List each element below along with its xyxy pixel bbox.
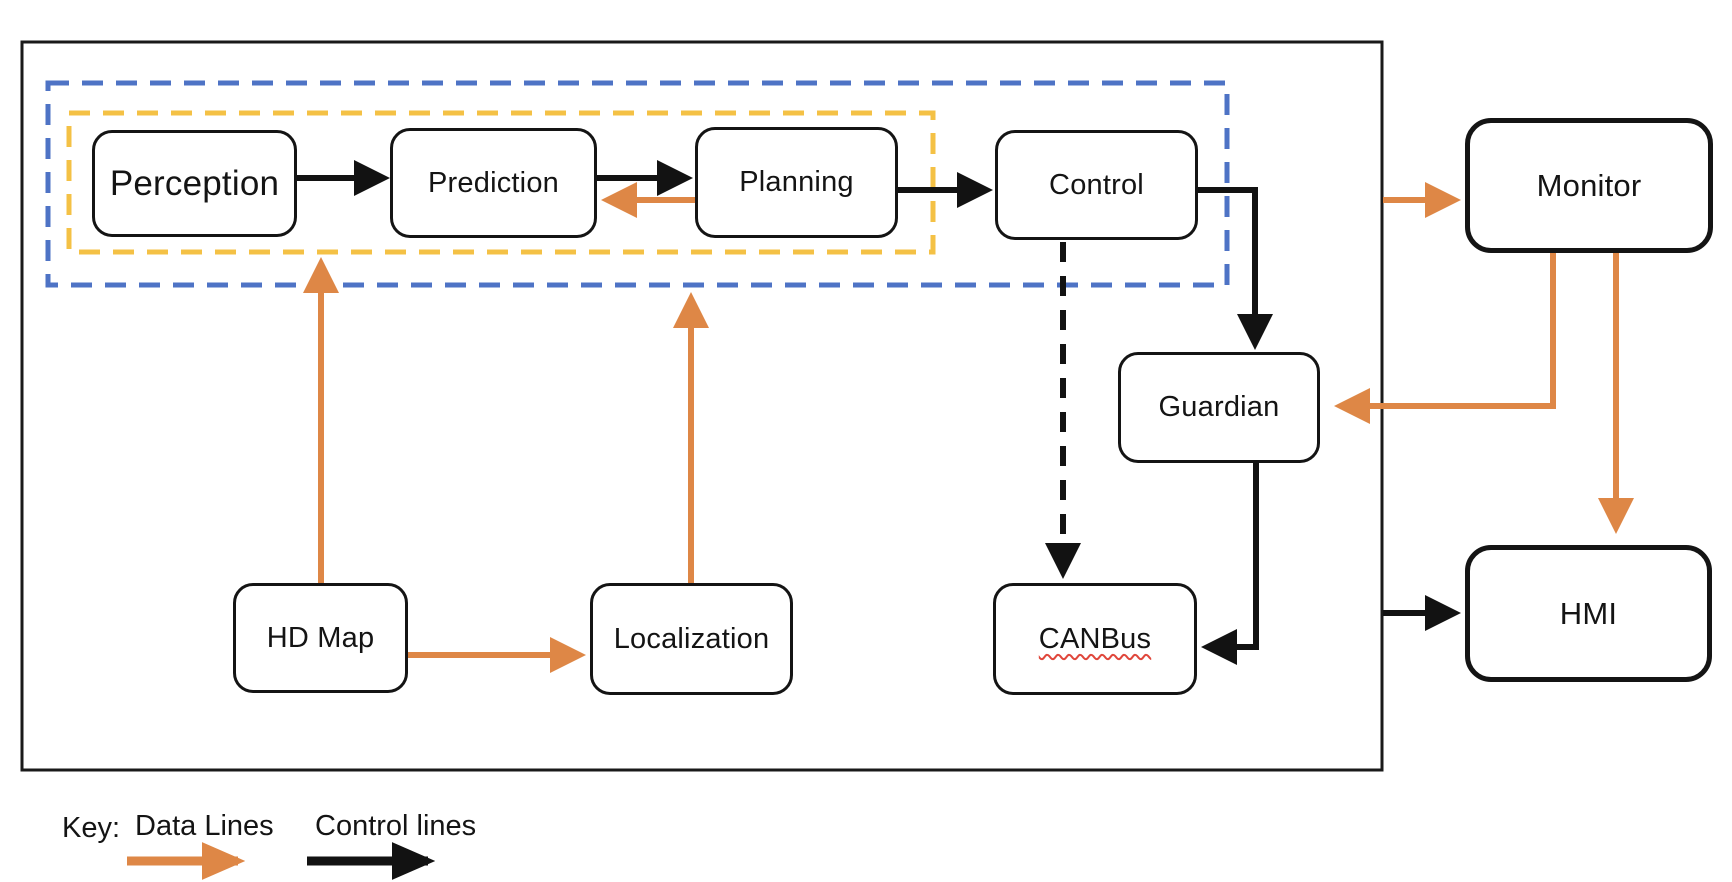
- node-hmi-label: HMI: [1559, 595, 1618, 631]
- node-monitor-label: Monitor: [1536, 167, 1642, 203]
- node-planning: Planning: [695, 127, 898, 238]
- node-guardian: Guardian: [1118, 352, 1320, 463]
- autonomy-group-dashed-border: [45, 80, 1230, 288]
- node-monitor: Monitor: [1465, 118, 1713, 253]
- planning-subgroup-dashed-border: [66, 110, 936, 255]
- legend-control-lines-label: Control lines: [315, 810, 477, 842]
- node-perception-label: Perception: [109, 163, 280, 203]
- edge-guardian-to-canbus: [1201, 463, 1259, 665]
- node-control: Control: [995, 130, 1198, 240]
- node-hd-map: HD Map: [233, 583, 408, 693]
- edge-monitor-to-guardian: [1334, 253, 1556, 424]
- node-localization: Localization: [590, 583, 793, 695]
- node-hd-map-label: HD Map: [266, 621, 375, 654]
- node-guardian-label: Guardian: [1158, 391, 1280, 423]
- legend-data-lines-label: Data Lines: [135, 810, 274, 842]
- node-prediction: Prediction: [390, 128, 597, 238]
- edge-control-to-guardian: [1198, 187, 1273, 350]
- node-planning-label: Planning: [739, 166, 854, 198]
- node-control-label: Control: [1049, 168, 1144, 201]
- node-canbus-label: CANBus: [1038, 622, 1152, 655]
- node-perception: Perception: [92, 130, 297, 237]
- node-canbus: CANBus: [993, 583, 1197, 695]
- legend-title: Key:: [62, 812, 121, 844]
- node-localization-label: Localization: [613, 622, 770, 655]
- node-prediction-label: Prediction: [428, 166, 559, 199]
- node-hmi: HMI: [1465, 545, 1712, 682]
